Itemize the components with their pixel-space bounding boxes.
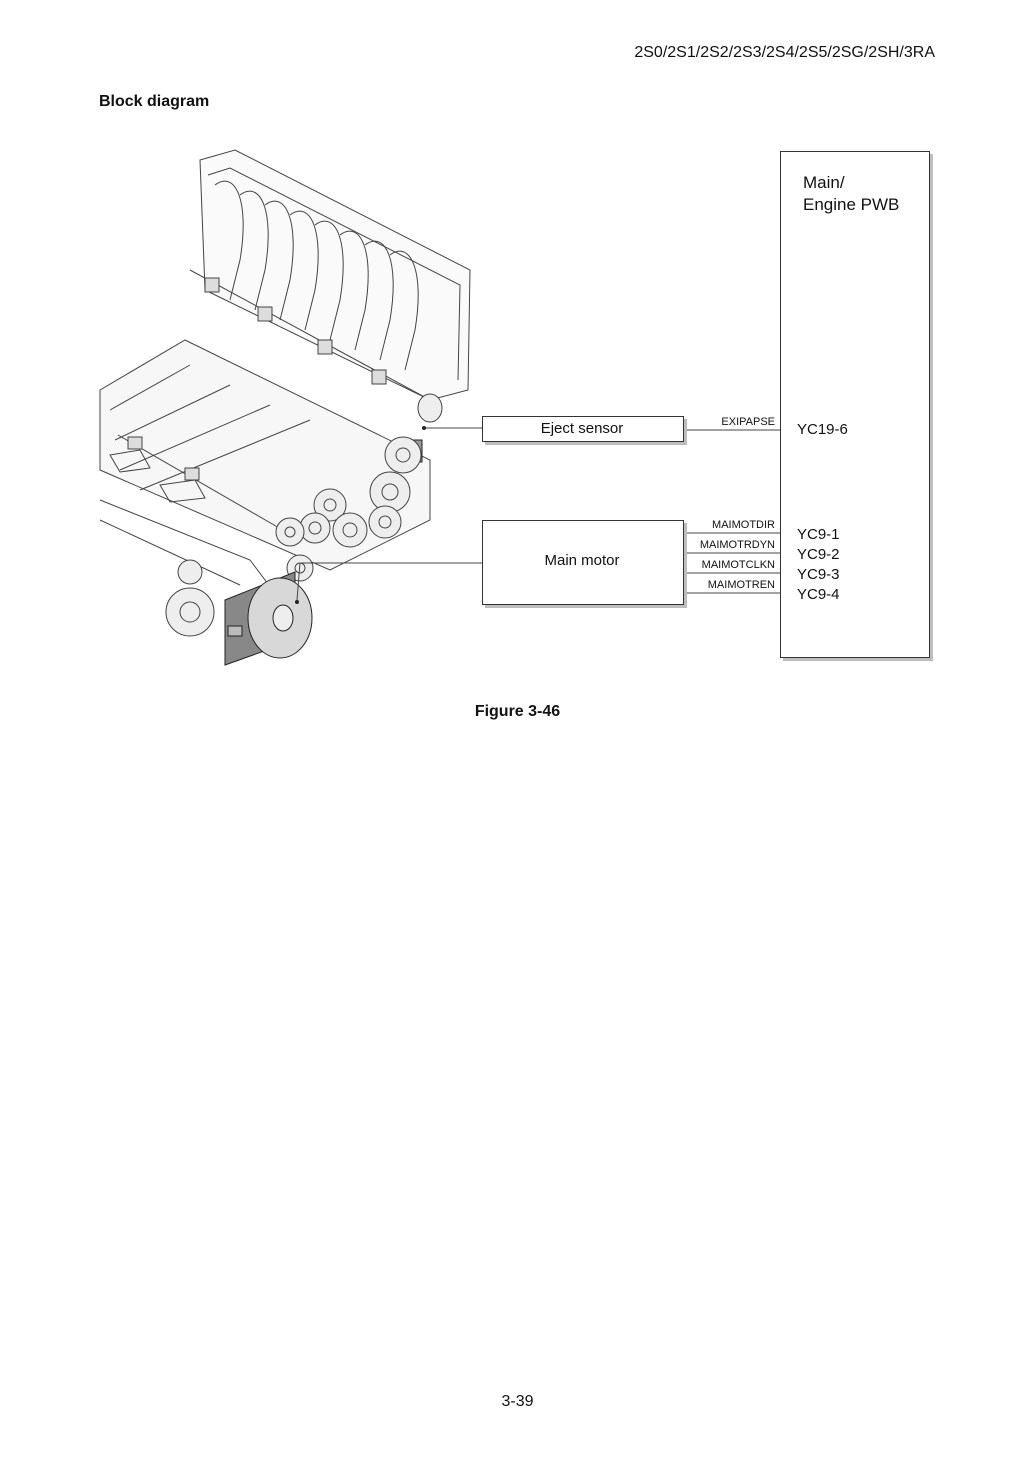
connector-label-yc9-1: YC9-1 (797, 526, 840, 543)
connector-label-yc19-6: YC19-6 (797, 421, 848, 438)
signal-label-maimotdir: MAIMOTDIR (675, 519, 775, 531)
connector-label-yc9-2: YC9-2 (797, 546, 840, 563)
connector-label-yc9-4: YC9-4 (797, 586, 840, 603)
eject-sensor-label: Eject sensor (482, 420, 682, 437)
main-motor-label: Main motor (482, 552, 682, 569)
page-number: 3-39 (0, 1393, 1035, 1411)
signal-label-exipapse: EXIPAPSE (675, 416, 775, 428)
signal-label-maimotren: MAIMOTREN (675, 579, 775, 591)
signal-label-maimotclkn: MAIMOTCLKN (675, 559, 775, 571)
signal-label-maimotrdyn: MAIMOTRDYN (675, 539, 775, 551)
connector-label-yc9-3: YC9-3 (797, 566, 840, 583)
main-engine-pwb-label: Main/ Engine PWB (803, 172, 923, 216)
figure-caption: Figure 3-46 (0, 703, 1035, 721)
